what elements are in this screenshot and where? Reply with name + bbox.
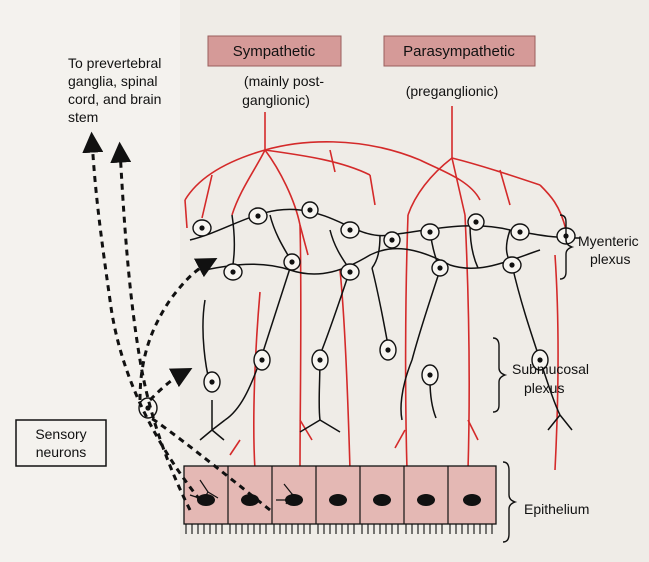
sympathetic-note-line-2: ganglionic) [242, 92, 310, 108]
prevertebral-line-2: ganglia, spinal [68, 73, 158, 89]
submucosal-label-line-2: plexus [524, 380, 564, 396]
sympathetic-note-line-1: (mainly post- [244, 73, 324, 89]
myenteric-label-line-2: plexus [590, 251, 630, 267]
prevertebral-line-4: stem [68, 109, 98, 125]
prevertebral-line-3: cord, and brain [68, 91, 161, 107]
prevertebral-line-1: To prevertebral [68, 55, 161, 71]
epithelium-layer [184, 466, 496, 534]
parasympathetic-label: Parasympathetic [403, 43, 515, 60]
sympathetic-label: Sympathetic [233, 43, 316, 60]
epithelium-label: Epithelium [524, 501, 589, 517]
submucosal-label-line-1: Submucosal [512, 361, 589, 377]
parasympathetic-note: (preganglionic) [406, 83, 499, 99]
sensory-label-line-1: Sensory [35, 426, 86, 442]
sensory-label-line-2: neurons [36, 444, 87, 460]
myenteric-label-line-1: Myenteric [578, 233, 639, 249]
